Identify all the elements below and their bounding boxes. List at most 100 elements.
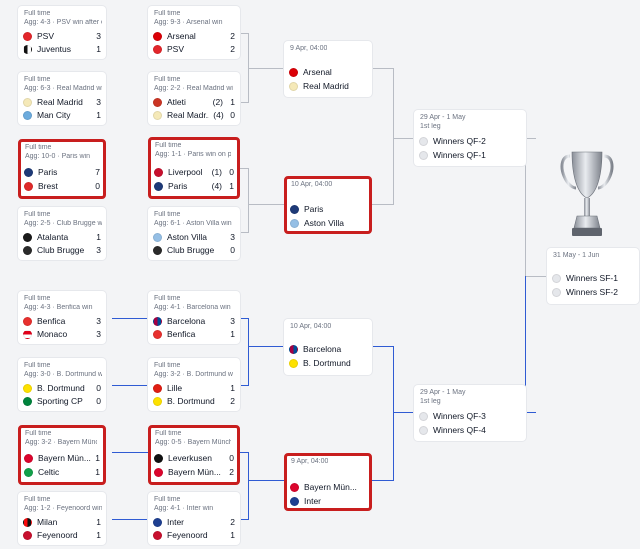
team-score: 3 xyxy=(230,232,235,242)
team-score: 1 xyxy=(230,530,235,540)
team-name: B. Dortmund xyxy=(37,383,85,393)
liverpool-crest-icon xyxy=(154,167,163,177)
team-score: 1 xyxy=(96,232,101,242)
team-row: Bayern Mün... 2 xyxy=(154,466,234,478)
match-summary: Agg: 6-1 · Aston Villa win xyxy=(154,220,232,227)
connector xyxy=(240,452,248,453)
match-card-barcelona-benfica[interactable]: Full time Agg: 4-1 · Barcelona win Barce… xyxy=(148,291,240,344)
connector xyxy=(248,68,284,69)
team-name: Juventus xyxy=(37,44,72,54)
match-summary: Agg: 4-3 · Benfica win xyxy=(24,304,93,311)
match-status: Full time xyxy=(24,10,51,17)
juventus-crest-icon xyxy=(23,44,32,54)
monaco-crest-icon xyxy=(23,329,32,339)
team-row: Real Madr... (4) 0 xyxy=(153,109,235,121)
connector xyxy=(248,452,249,520)
team-name: Winners QF-2 xyxy=(433,136,486,146)
match-card-semi-final-1[interactable]: 29 Apr - 1 May 1st leg Winners QF-2 Winn… xyxy=(414,110,526,166)
match-card-arsenal-psv[interactable]: Full time Agg: 9-3 · Arsenal win Arsenal… xyxy=(148,6,240,59)
team-score: 0 xyxy=(230,245,235,255)
match-status: Full time xyxy=(155,430,182,437)
team-name: Liverpool xyxy=(168,167,203,177)
match-date: 10 Apr, 04:00 xyxy=(291,181,333,188)
match-card-leverkusen-bayern[interactable]: Full time Agg: 0-5 · Bayern Münch Leverk… xyxy=(148,425,240,485)
team-name: PSV xyxy=(37,31,55,41)
connector xyxy=(526,138,536,139)
match-card-qf-bayern-inter[interactable]: 9 Apr, 04:00 Bayern Mün... Inter xyxy=(284,453,372,511)
team-row: Arsenal xyxy=(289,66,367,78)
match-card-dortmund-sporting[interactable]: Full time Agg: 3-0 · B. Dortmund w B. Do… xyxy=(18,358,106,411)
connector xyxy=(393,138,413,139)
inter-crest-icon xyxy=(290,496,299,506)
team-name: Sporting CP xyxy=(37,396,83,406)
connector xyxy=(240,102,248,103)
connector xyxy=(240,519,248,520)
feyenoord-crest-icon xyxy=(153,530,162,540)
penalty-score: (2) xyxy=(212,97,223,107)
team-row: Milan 1 xyxy=(23,516,101,528)
match-card-qf-barcelona-dortmund[interactable]: 10 Apr, 04:00 Barcelona B. Dortmund xyxy=(284,319,372,375)
barcelona-crest-icon xyxy=(289,344,298,354)
match-summary: Agg: 1-2 · Feyenoord win xyxy=(24,505,102,512)
connector xyxy=(372,204,394,205)
match-card-aston-villa-club-brugge[interactable]: Full time Agg: 6-1 · Aston Villa win Ast… xyxy=(148,207,240,260)
match-status: Full time xyxy=(24,295,51,302)
match-card-lille-dortmund[interactable]: Full time Agg: 3-2 · B. Dortmund w Lille… xyxy=(148,358,240,411)
team-name: Feyenoord xyxy=(37,530,78,540)
match-card-liverpool-paris[interactable]: Full time Agg: 1-1 · Paris win on pen Li… xyxy=(148,137,240,199)
placeholder-crest-icon xyxy=(552,273,561,283)
match-summary: Agg: 9-3 · Arsenal win xyxy=(154,19,223,26)
team-row: Man City 1 xyxy=(23,109,101,121)
team-name: Brest xyxy=(38,181,58,191)
match-card-semi-final-2[interactable]: 29 Apr - 1 May 1st leg Winners QF-3 Winn… xyxy=(414,385,526,441)
match-card-real-madrid-man-city[interactable]: Full time Agg: 6-3 · Real Madrid wi Real… xyxy=(18,72,106,125)
match-card-bayern-celtic[interactable]: Full time Agg: 3-2 · Bayern Münch Bayern… xyxy=(18,425,106,485)
match-status: Full time xyxy=(24,496,51,503)
team-row: Bayern Mün... 1 xyxy=(24,452,100,464)
team-row: Sporting CP 0 xyxy=(23,395,101,407)
benfica-crest-icon xyxy=(23,316,32,326)
team-name: Bayern Mün... xyxy=(168,467,221,477)
match-card-qf-paris-aston-villa[interactable]: 10 Apr, 04:00 Paris Aston Villa xyxy=(284,176,372,234)
team-name: Atalanta xyxy=(37,232,69,242)
match-card-psv-juventus[interactable]: Full time Agg: 4-3 · PSV win after e PSV… xyxy=(18,6,106,59)
team-row: Monaco 3 xyxy=(23,328,101,340)
team-row: Inter xyxy=(290,495,366,507)
team-score: 1 xyxy=(96,517,101,527)
team-score: 0 xyxy=(96,383,101,393)
team-row: Leverkusen 0 xyxy=(154,452,234,464)
team-score: 7 xyxy=(95,167,100,177)
team-row: Lille 1 xyxy=(153,382,235,394)
barcelona-crest-icon xyxy=(153,316,162,326)
team-score: 1 xyxy=(230,329,235,339)
team-score: 3 xyxy=(96,31,101,41)
match-summary: Agg: 4-3 · PSV win after e xyxy=(24,19,102,26)
connector xyxy=(393,346,394,481)
team-row: Barcelona 3 xyxy=(153,315,235,327)
atalanta-crest-icon xyxy=(23,232,32,242)
match-card-final[interactable]: 31 May - 1 Jun Winners SF-1 Winners SF-2 xyxy=(547,248,639,304)
team-row: Aston Villa xyxy=(290,217,366,229)
connector xyxy=(372,346,394,347)
team-score: 3 xyxy=(96,97,101,107)
team-name: Winners SF-2 xyxy=(566,287,618,297)
team-score: 2 xyxy=(230,44,235,54)
match-card-atleti-real-madrid[interactable]: Full time Agg: 2-2 · Real Madrid wi Atle… xyxy=(148,72,240,125)
match-card-paris-brest[interactable]: Full time Agg: 10-0 · Paris win Paris 7 … xyxy=(18,139,106,199)
match-card-qf-arsenal-real-madrid[interactable]: 9 Apr, 04:00 Arsenal Real Madrid xyxy=(284,41,372,97)
match-card-inter-feyenoord[interactable]: Full time Agg: 4-1 · Inter win Inter 2 F… xyxy=(148,492,240,545)
match-card-atalanta-club-brugge[interactable]: Full time Agg: 2-5 · Club Brugge w Atala… xyxy=(18,207,106,260)
bayern-crest-icon xyxy=(290,482,299,492)
team-name: Aston Villa xyxy=(304,218,345,228)
match-card-benfica-monaco[interactable]: Full time Agg: 4-3 · Benfica win Benfica… xyxy=(18,291,106,344)
team-row: Club Brugge 0 xyxy=(153,244,235,256)
connector xyxy=(526,412,536,413)
team-name: Bayern Mün... xyxy=(304,482,357,492)
team-name: Barcelona xyxy=(303,344,342,354)
team-score: 1 xyxy=(230,383,235,393)
team-name: Benfica xyxy=(167,329,196,339)
connector xyxy=(240,318,248,319)
team-row: Juventus 1 xyxy=(23,43,101,55)
penalty-score: (1) xyxy=(211,167,222,177)
match-card-milan-feyenoord[interactable]: Full time Agg: 1-2 · Feyenoord win Milan… xyxy=(18,492,106,545)
